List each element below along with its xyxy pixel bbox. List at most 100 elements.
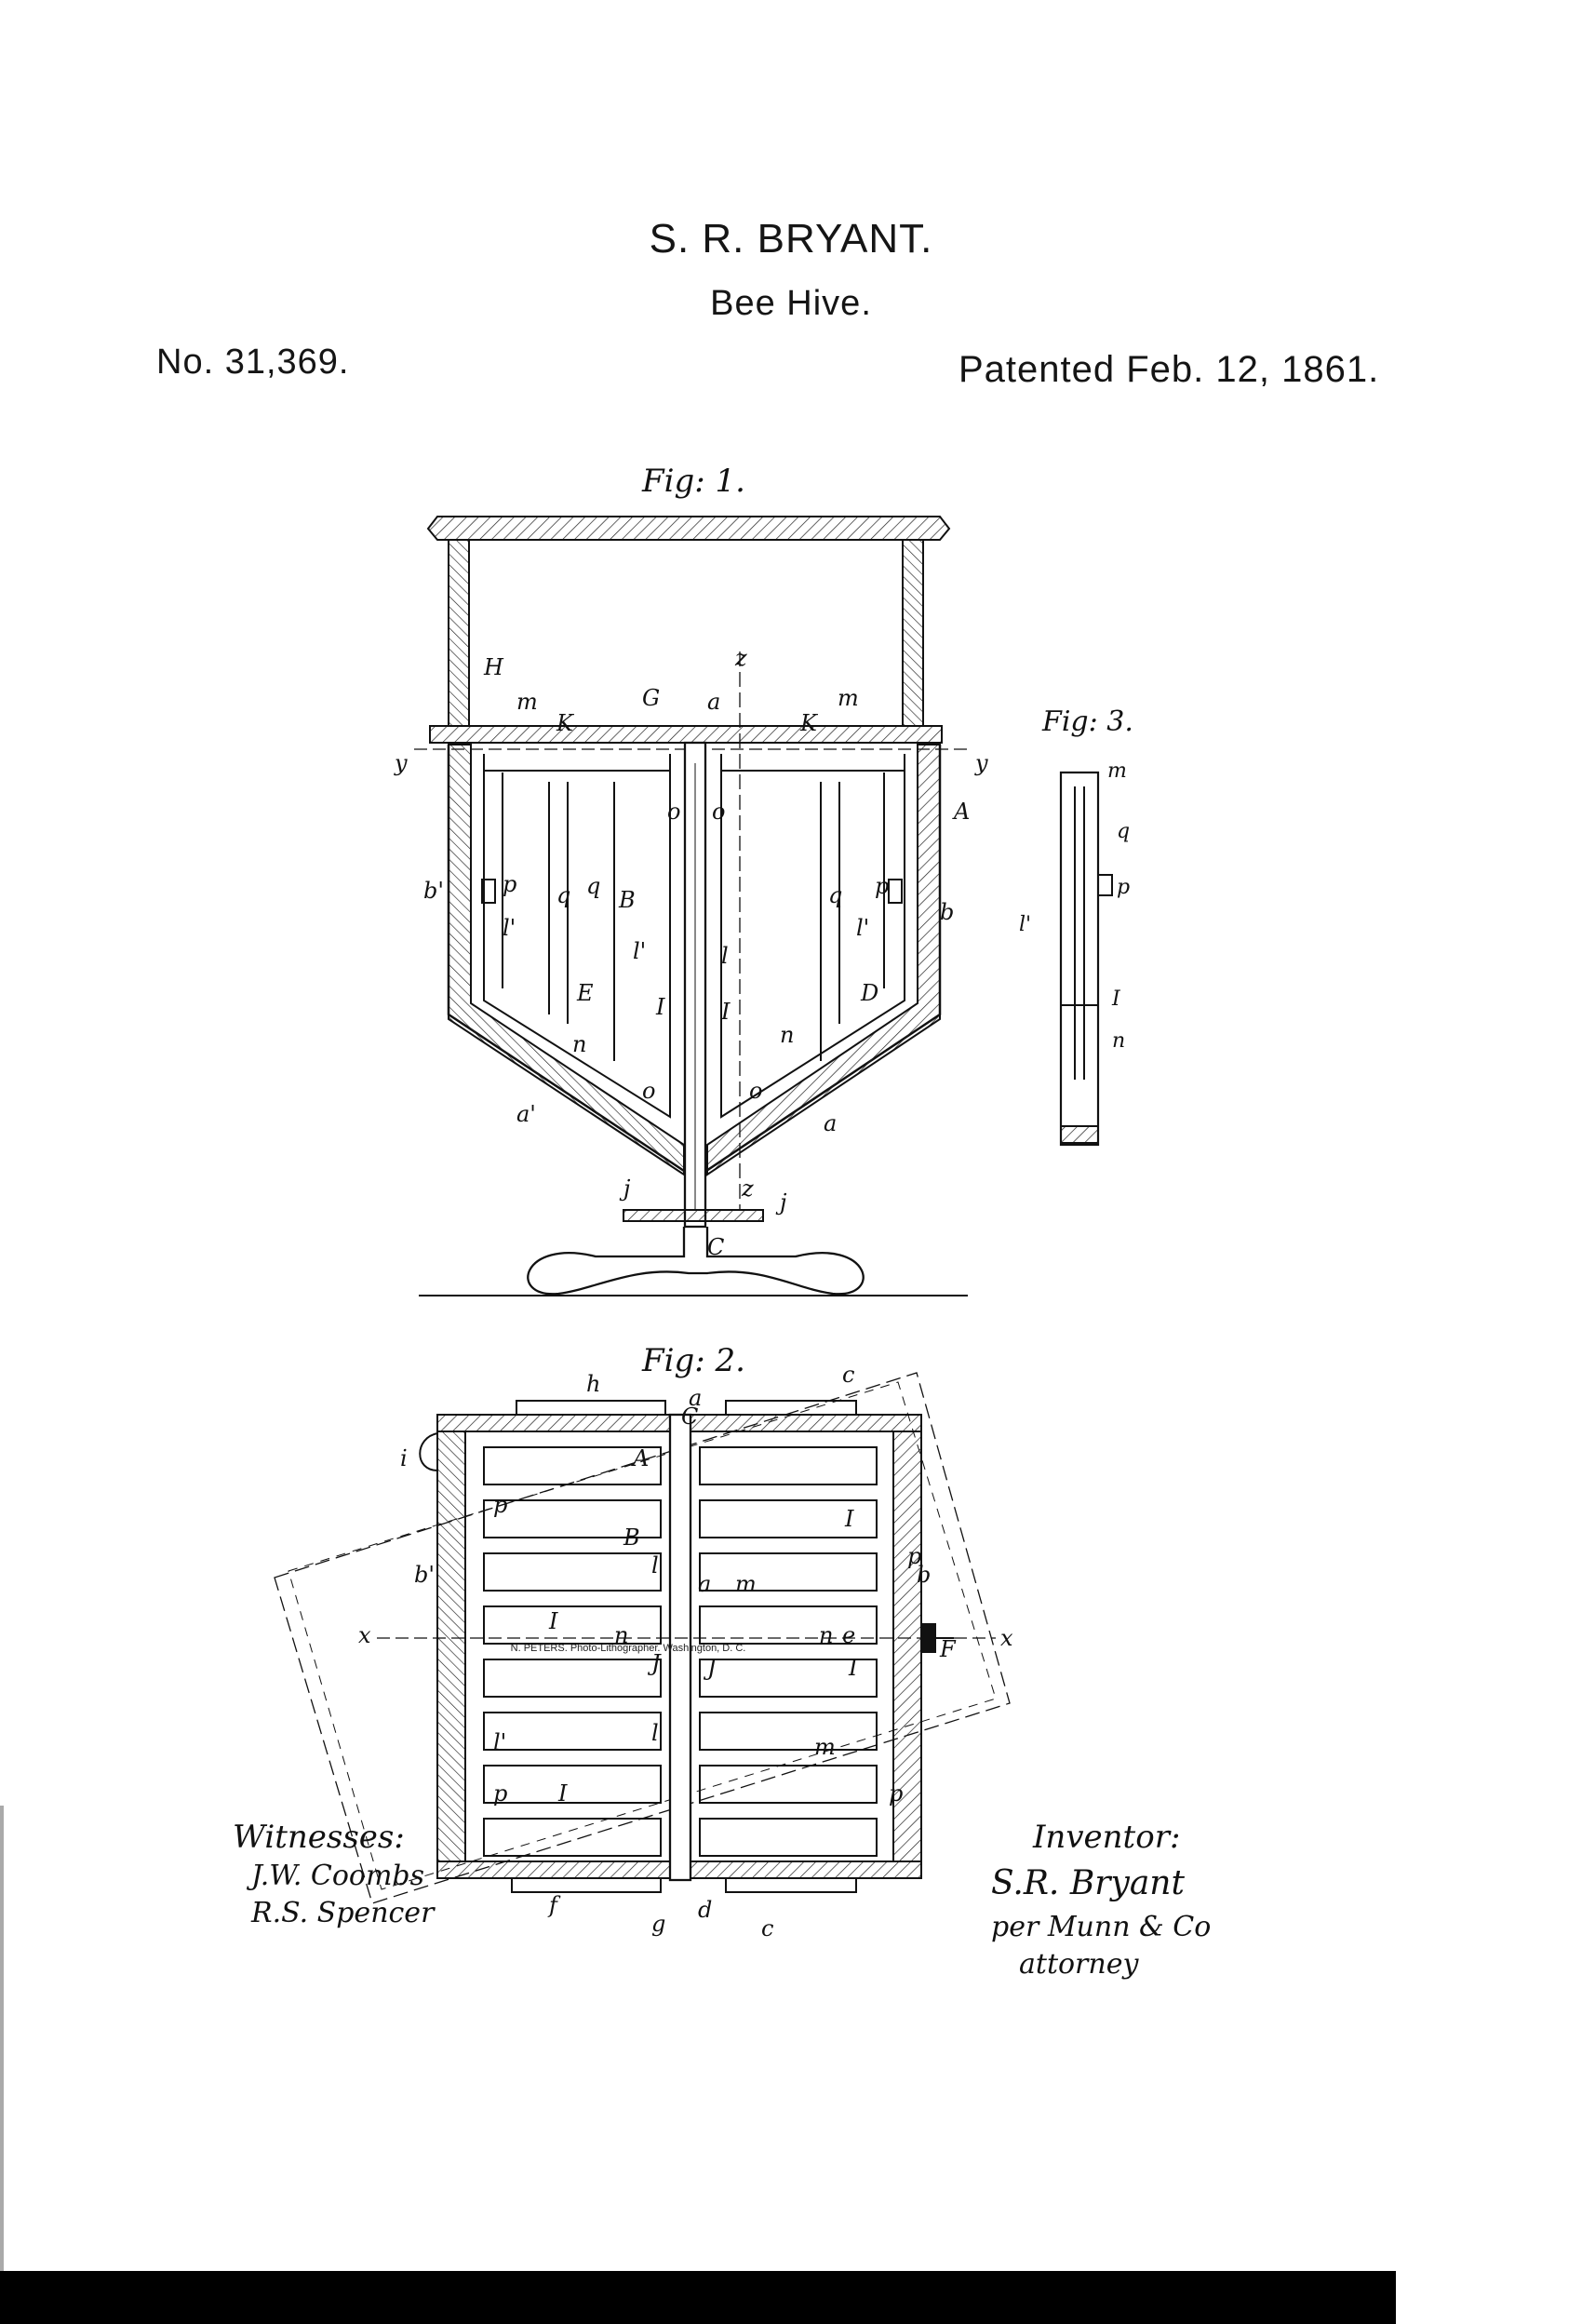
fig1-upper-wall-right xyxy=(902,539,924,727)
svg-text:A: A xyxy=(952,799,970,825)
svg-text:e: e xyxy=(842,1622,855,1648)
svg-text:l: l xyxy=(651,1720,659,1746)
svg-text:H: H xyxy=(483,654,504,680)
svg-text:I: I xyxy=(1111,987,1121,1011)
svg-text:o: o xyxy=(642,1078,655,1104)
svg-text:p: p xyxy=(1117,876,1130,899)
svg-text:m: m xyxy=(814,1734,836,1760)
svg-text:x: x xyxy=(358,1622,371,1648)
svg-text:n: n xyxy=(1112,1029,1125,1053)
svg-text:p: p xyxy=(503,871,516,897)
witness-2: R.S. Spencer xyxy=(250,1897,436,1929)
figure-1: Fig: 1. xyxy=(394,463,988,1296)
witnesses-label: Witnesses: xyxy=(233,1819,405,1856)
svg-text:p: p xyxy=(875,873,889,899)
svg-text:A: A xyxy=(631,1445,649,1471)
fig2-left-wall xyxy=(436,1431,466,1862)
svg-text:l': l' xyxy=(856,915,869,941)
inventor-signature: S.R. Bryant xyxy=(991,1864,1185,1902)
fig1-stand-foot xyxy=(527,1227,865,1296)
fig1-base-plate xyxy=(623,1209,764,1222)
fig3-label: Fig: 3. xyxy=(1041,705,1133,738)
fig2-right-wall xyxy=(892,1431,922,1862)
svg-text:B: B xyxy=(623,1525,640,1551)
svg-text:h: h xyxy=(586,1371,600,1397)
svg-text:a: a xyxy=(707,689,720,715)
svg-text:j: j xyxy=(619,1175,631,1202)
svg-text:q: q xyxy=(556,882,570,908)
fig1-roof xyxy=(426,516,951,541)
svg-text:o: o xyxy=(667,799,680,825)
svg-text:x: x xyxy=(1000,1625,1013,1651)
fig2-label: Fig: 2. xyxy=(641,1342,745,1379)
svg-text:y: y xyxy=(394,750,408,776)
svg-text:z: z xyxy=(734,645,747,671)
fig1-pin-right xyxy=(888,879,903,904)
svg-text:n: n xyxy=(819,1622,833,1648)
svg-text:a: a xyxy=(689,1385,702,1411)
svg-text:b: b xyxy=(940,899,954,925)
svg-text:o: o xyxy=(712,799,725,825)
svg-text:a: a xyxy=(698,1571,711,1597)
svg-text:F: F xyxy=(939,1636,957,1662)
svg-text:f: f xyxy=(547,1892,561,1918)
svg-text:q: q xyxy=(828,882,842,908)
scan-bottom-bar xyxy=(0,2271,1396,2324)
svg-text:p: p xyxy=(493,1780,507,1807)
fig1-pin-left xyxy=(481,879,496,904)
svg-text:m: m xyxy=(838,685,859,711)
svg-text:p: p xyxy=(493,1492,507,1518)
svg-text:l: l xyxy=(651,1552,659,1578)
inventor-name: S. R. BRYANT. xyxy=(649,216,933,262)
fig1-left-frame xyxy=(483,754,671,1119)
svg-text:C: C xyxy=(681,1404,698,1430)
svg-text:K: K xyxy=(799,710,819,736)
svg-text:i: i xyxy=(400,1445,408,1471)
svg-text:b': b' xyxy=(414,1562,435,1588)
lithographer-credit: N. PETERS. Photo-Lithographer. Washingto… xyxy=(510,1643,746,1654)
patent-number: No. 31,369. xyxy=(156,343,350,382)
witness-1: J.W. Coombs xyxy=(246,1860,424,1892)
svg-text:q: q xyxy=(1117,820,1130,843)
fig3-pin xyxy=(1097,874,1113,896)
svg-text:a: a xyxy=(824,1110,837,1136)
inventor-block: Inventor: S.R. Bryant per Munn & Co atto… xyxy=(991,1819,1211,1981)
attorney-label: attorney xyxy=(1019,1948,1139,1981)
fig2-right-frames xyxy=(699,1446,878,1857)
svg-text:d: d xyxy=(698,1897,712,1923)
fig1-upper-wall-left xyxy=(448,539,470,727)
svg-text:b': b' xyxy=(423,878,444,904)
svg-text:I: I xyxy=(848,1655,858,1681)
patent-title: Bee Hive. xyxy=(710,284,872,323)
fig3-frame xyxy=(1059,771,1100,1147)
svg-text:l': l' xyxy=(493,1729,506,1755)
svg-text:m: m xyxy=(1107,759,1127,783)
svg-text:q: q xyxy=(586,873,600,899)
fig1-right-wall xyxy=(706,744,941,1176)
inventor-label: Inventor: xyxy=(1032,1819,1180,1856)
fig1-right-frame xyxy=(720,754,905,1119)
fig2-rotated-outline xyxy=(274,1372,1011,1904)
agent-name: per Munn & Co xyxy=(991,1911,1211,1943)
fig1-middle-board xyxy=(429,725,943,744)
svg-text:D: D xyxy=(860,980,878,1006)
svg-text:a': a' xyxy=(516,1101,536,1127)
svg-text:g: g xyxy=(651,1911,665,1937)
svg-text:l: l xyxy=(721,943,729,969)
svg-text:G: G xyxy=(642,685,660,711)
svg-text:o: o xyxy=(749,1078,762,1104)
svg-text:J: J xyxy=(647,1650,662,1676)
svg-text:m: m xyxy=(516,689,538,715)
svg-text:c: c xyxy=(761,1915,773,1941)
svg-text:C: C xyxy=(707,1234,724,1260)
svg-text:l': l' xyxy=(503,915,516,941)
svg-text:l': l' xyxy=(633,938,646,964)
witnesses-block: Witnesses: J.W. Coombs R.S. Spencer xyxy=(233,1819,436,1929)
svg-text:I: I xyxy=(844,1506,854,1532)
svg-text:I: I xyxy=(720,999,731,1025)
svg-text:c: c xyxy=(842,1362,854,1388)
svg-text:n: n xyxy=(614,1622,628,1648)
svg-text:l': l' xyxy=(1019,913,1031,936)
svg-text:n: n xyxy=(780,1022,794,1048)
